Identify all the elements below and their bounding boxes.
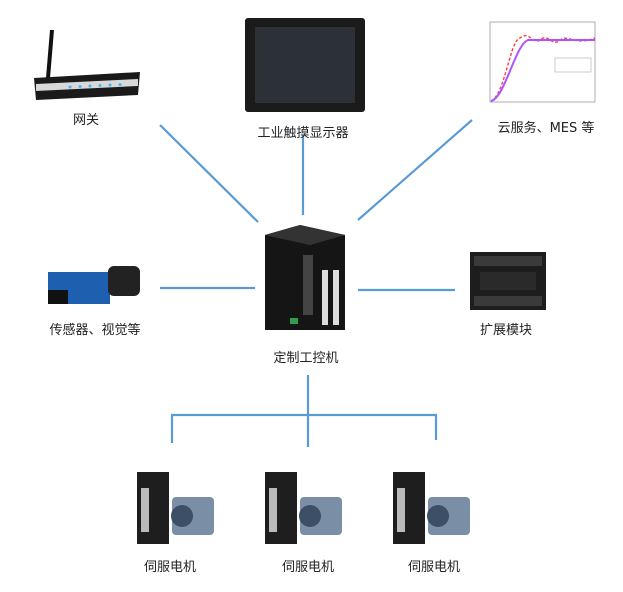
- cloud-label: 云服务、MES 等: [497, 121, 595, 136]
- connectors: [159, 119, 473, 447]
- hmi-label: 工业触摸显示器: [257, 126, 349, 141]
- expansion-module-icon: [470, 252, 546, 310]
- connector-cloud: [357, 119, 473, 221]
- ipc-label: 定制工控机: [273, 351, 339, 366]
- connector-gateway: [159, 124, 259, 223]
- servo-label: 伺服电机: [281, 560, 335, 575]
- connector-servo-bus: [170, 413, 438, 443]
- camera-icon: [48, 266, 140, 304]
- sensor-label: 传感器、视觉等: [49, 323, 141, 338]
- industrial-pc-icon: [265, 225, 345, 330]
- touch-monitor-icon: [245, 18, 365, 112]
- chart-thumbnail-icon: [489, 21, 596, 103]
- router-icon: [34, 29, 140, 100]
- servo-drive-motor-icon: [393, 472, 470, 544]
- gateway-label: 网关: [72, 113, 100, 128]
- expansion-label: 扩展模块: [479, 323, 533, 338]
- servo-drive-motor-icon: [137, 472, 214, 544]
- servo-label: 伺服电机: [143, 560, 197, 575]
- servo-label: 伺服电机: [407, 560, 461, 575]
- servo-drive-motor-icon: [265, 472, 342, 544]
